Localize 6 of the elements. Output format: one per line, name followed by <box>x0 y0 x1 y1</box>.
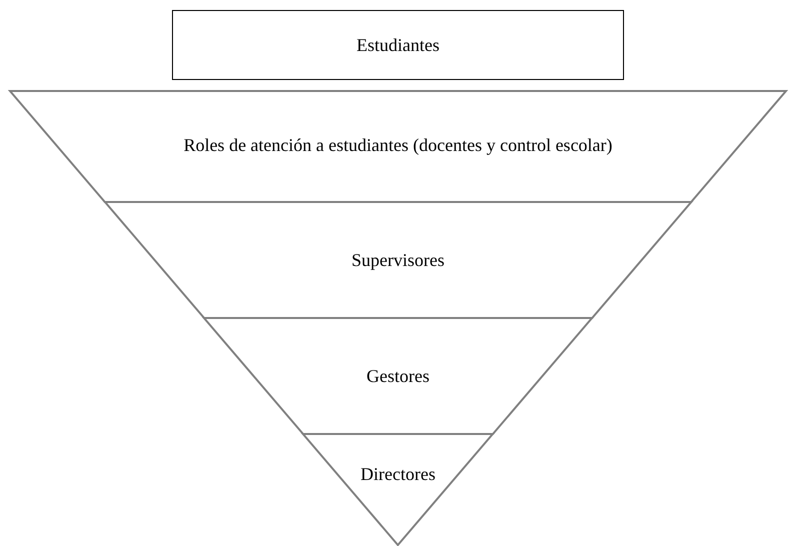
segment-label: Gestores <box>366 364 430 388</box>
box-label: Estudiantes <box>356 34 440 56</box>
segment-label: Supervisores <box>350 248 446 272</box>
segment-label: Directores <box>360 462 436 486</box>
segment-label: Roles de atención a estudiantes (docentes y control escolar) <box>182 134 614 157</box>
label-box <box>172 10 624 80</box>
